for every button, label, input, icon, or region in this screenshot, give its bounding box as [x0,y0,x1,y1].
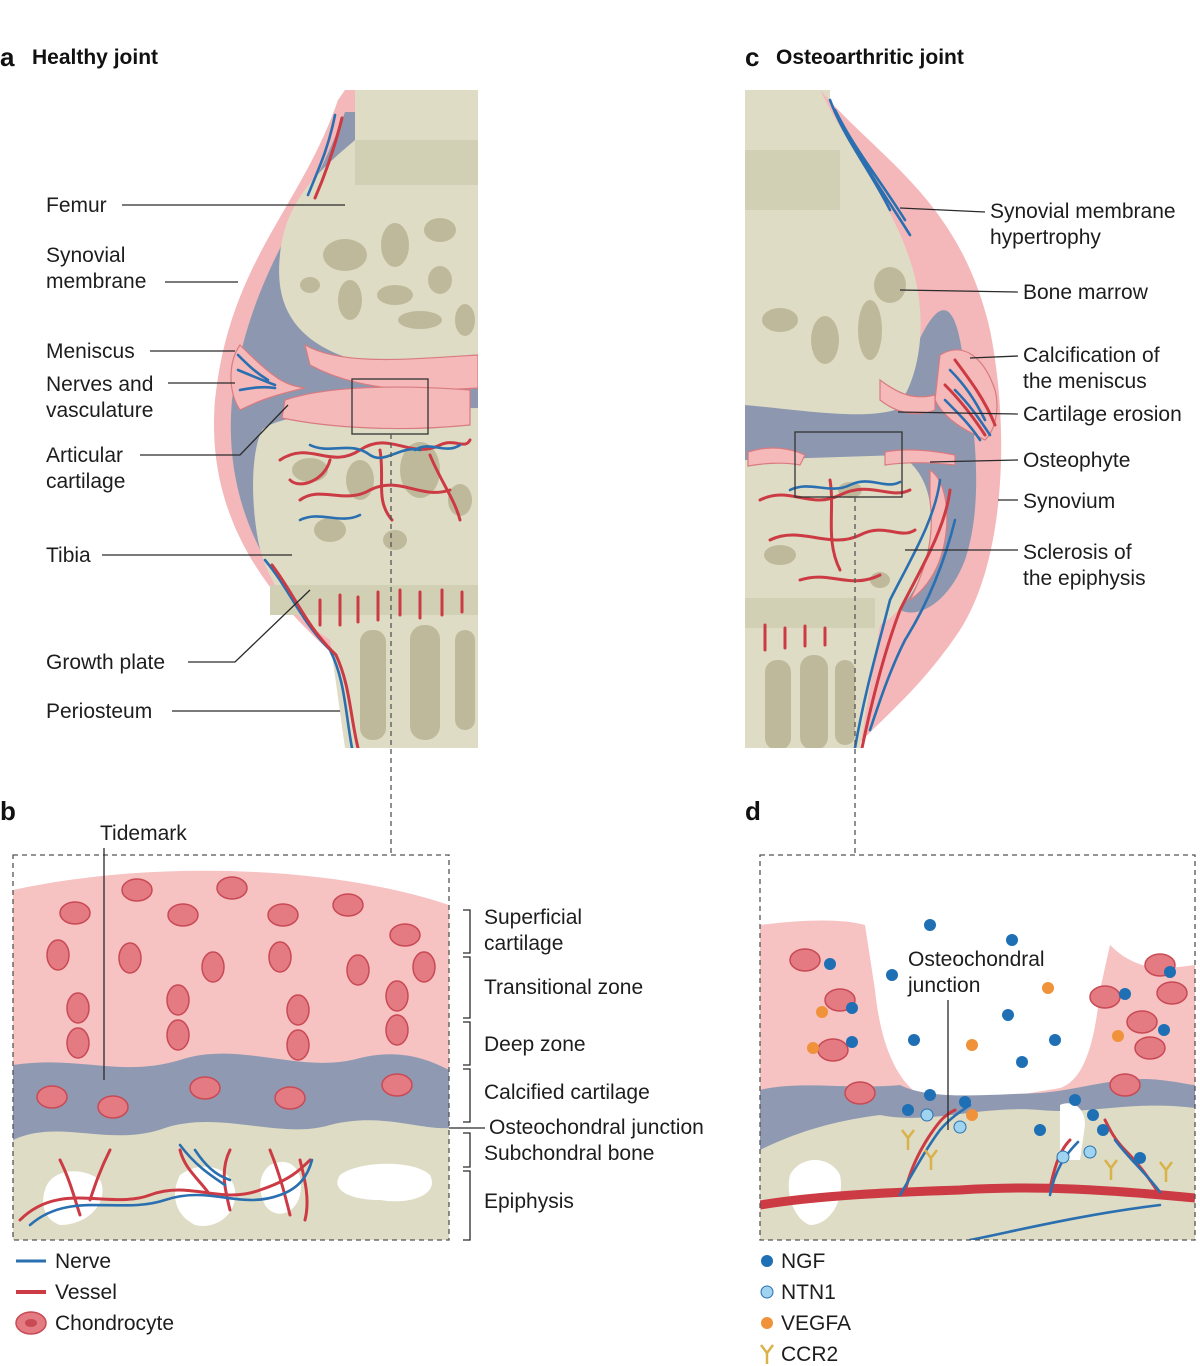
labels-a: Femur Synovial membrane Meniscus Nerves … [46,194,165,723]
femoral-cartilage [304,343,478,391]
label-superficial-1: Superficial [484,906,582,929]
label-erosion: Cartilage erosion [1023,403,1182,426]
panel-c-letter: c [745,42,759,72]
label-deep: Deep zone [484,1033,586,1056]
legend-chondrocyte-nucleus [25,1319,37,1327]
tibia-marrow [292,442,475,740]
label-tibia: Tibia [46,544,91,567]
label-synovial-1: Synovial [46,244,125,267]
oa-meniscus [934,349,998,441]
legend-nerve-label: Nerve [55,1250,111,1273]
legend-chondrocyte-label: Chondrocyte [55,1312,174,1335]
label-articular-1: Articular [46,444,123,467]
vascular-network-c [758,98,997,748]
label-junction-2: junction [907,974,980,997]
ccr2-receptors [901,1129,1173,1182]
label-hypertrophy-2: hypertrophy [990,226,1101,249]
panel-b-letter: b [0,796,16,826]
oa-osteophyte [908,468,948,602]
vegfa-molecules [807,982,1124,1121]
label-sclerosis-2: the epiphysis [1023,567,1146,590]
label-synovial-2: membrane [46,270,146,293]
label-tidemark: Tidemark [100,822,187,845]
oa-femur-marrow [762,267,906,364]
zoom-box-c [794,431,903,498]
label-nerves-2: vasculature [46,399,153,422]
label-synovium: Synovium [1023,490,1115,513]
oa-tibial-cartilage [747,447,956,467]
ngf-molecules [824,919,1176,1164]
legend-ngf-label: NGF [781,1250,825,1273]
legend-ccr2-swatch [760,1344,774,1364]
legend-ntn1-swatch [760,1285,774,1299]
legend-vegfa-swatch [761,1317,773,1329]
panel-a-heading: a Healthy joint [0,42,158,72]
healthy-joint-illustration [214,90,478,748]
label-subchondral: Subchondral bone [484,1142,654,1165]
meniscus-shape [230,344,306,411]
panel-b-frame [12,854,450,1241]
label-osteophyte: Osteophyte [1023,449,1130,472]
oa-joint-illustration [745,90,1002,748]
legend-ccr2-label: CCR2 [781,1343,838,1366]
label-calcification-2: the meniscus [1023,370,1147,393]
label-calcification-1: Calcification of [1023,344,1160,367]
panel-c-title: Osteoarthritic joint [776,46,964,69]
legend-left: Nerve Vessel Chondrocyte [15,1250,174,1335]
legend-vegfa-label: VEGFA [781,1312,851,1335]
oa-growth-band [745,598,875,628]
label-nerves-1: Nerves and [46,373,153,396]
ntn1-molecules [920,1108,1097,1164]
oa-bone-layer [760,1105,1195,1240]
label-bone-marrow: Bone marrow [1023,281,1149,304]
oa-tibia-marrow [764,482,890,748]
label-calcified: Calcified cartilage [484,1081,650,1104]
labels-c: Synovial membrane hypertrophy Bone marro… [990,200,1182,590]
label-epiphysis: Epiphysis [484,1190,574,1213]
zoom-box-a [351,378,429,435]
labels-b: Superficial cartilage Transitional zone … [484,906,704,1213]
oa-femoral-cartilage [879,378,936,415]
label-meniscus: Meniscus [46,340,135,363]
label-transitional: Transitional zone [484,976,643,999]
label-femur: Femur [46,194,107,217]
label-junction-1: Osteochondral [908,948,1045,971]
tibial-cartilage [281,386,471,430]
legend-ntn1-label: NTN1 [781,1281,836,1304]
panel-a-title: Healthy joint [32,46,158,69]
legend-vessel-label: Vessel [55,1281,117,1304]
panel-a-letter: a [0,42,15,72]
legend-ngf-swatch [761,1255,773,1267]
osteochondral-junction-illustration [760,855,1195,1240]
chondrocytes-b [36,876,436,1119]
label-hypertrophy-1: Synovial membrane [990,200,1176,223]
oa-femur-band [745,150,840,210]
panel-c-heading: c Osteoarthritic joint [745,42,964,72]
label-growth-plate: Growth plate [46,651,165,674]
oa-chondrocytes [789,948,1188,1105]
femur-marrow [300,218,475,336]
label-articular-2: cartilage [46,470,125,493]
label-periosteum: Periosteum [46,700,152,723]
cartilage-zones-illustration [13,855,449,1240]
legend-right: NGF NTN1 VEGFA CCR2 [760,1250,851,1366]
panel-d-frame [759,854,1196,1241]
label-superficial-2: cartilage [484,932,563,955]
vessels-b [18,1143,314,1227]
zone-brackets [449,909,485,1241]
oa-femur-shape [745,90,921,415]
leaders-c [897,207,1019,551]
vascular-network-a [236,113,472,748]
label-sclerosis-1: Sclerosis of [1023,541,1132,564]
panel-d-letter: d [745,796,761,826]
femur-growth-band [355,140,478,185]
label-osteochondral: Osteochondral junction [489,1116,704,1139]
leaders-a [102,204,345,712]
oa-void-left [788,1160,841,1225]
